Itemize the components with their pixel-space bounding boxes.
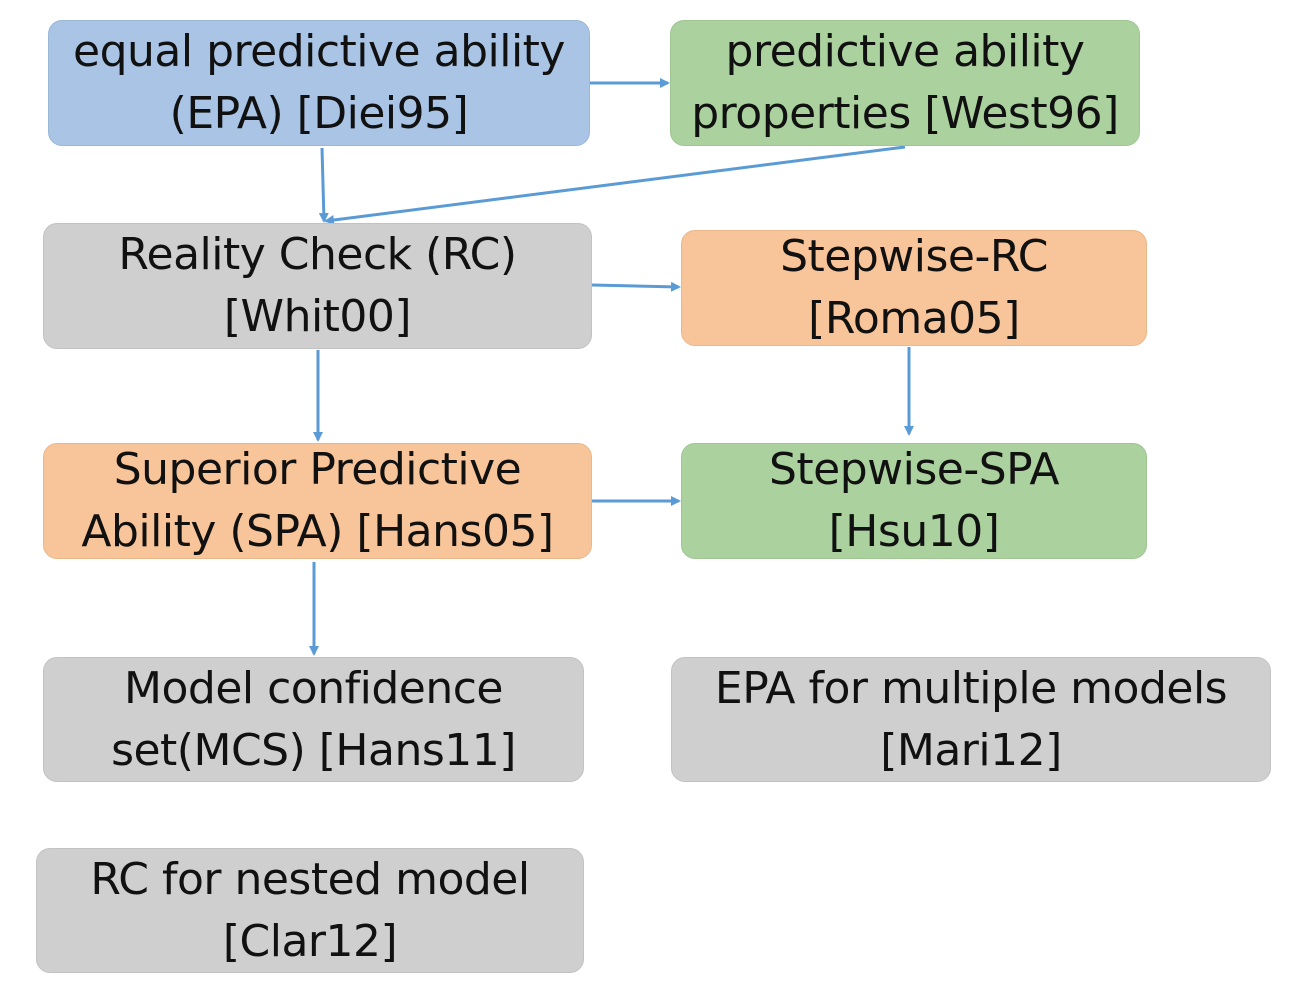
node-epa-line1: equal predictive ability	[73, 26, 565, 77]
node-sspa-line2: [Hsu10]	[828, 506, 1000, 557]
node-west-line2: properties [West96]	[691, 88, 1119, 139]
node-srs-line2: [Roma05]	[808, 293, 1020, 344]
node-mari-line1: EPA for multiple models	[714, 662, 1228, 714]
node-sspa-line1: Stepwise-SPA	[768, 444, 1060, 495]
node-epa-line2: (EPA) [Diei95]	[169, 88, 469, 139]
node-reality-check-whit00: Reality Check (RC) [Whit00]	[43, 223, 592, 349]
node-rc-line2: [Whit00]	[223, 291, 412, 342]
node-spa-hans05: Superior Predictive Ability (SPA) [Hans0…	[43, 443, 592, 559]
node-spa-line2: Ability (SPA) [Hans05]	[81, 506, 554, 557]
arrow-rc-to-stepwise-rc	[591, 281, 681, 292]
node-rc-nested-model-clar12: RC for nested model [Clar12]	[36, 848, 584, 973]
node-mcs-hans11: Model confidence set(MCS) [Hans11]	[43, 657, 584, 782]
node-west-line1: predictive ability	[725, 26, 1085, 77]
node-stepwise-spa-hsu10: Stepwise-SPA [Hsu10]	[681, 443, 1147, 559]
node-spa-line1: Superior Predictive	[113, 444, 522, 495]
node-mari-line2: [Mari12]	[880, 724, 1062, 776]
node-srs-line1: Stepwise-RC	[780, 231, 1048, 282]
node-predictive-ability-west96: predictive ability properties [West96]	[670, 20, 1140, 146]
node-rc-line1: Reality Check (RC)	[118, 229, 517, 280]
node-epa-multiple-models-mari12: EPA for multiple models [Mari12]	[671, 657, 1271, 782]
arrow-epa-to-rc	[318, 147, 329, 223]
node-mcs-line2: set(MCS) [Hans11]	[111, 724, 516, 776]
node-mcs-line1: Model confidence	[124, 662, 503, 714]
arrow-west-to-rc	[324, 145, 906, 225]
node-epa-diei95: equal predictive ability (EPA) [Diei95]	[48, 20, 590, 146]
node-clar-line1: RC for nested model	[90, 853, 530, 905]
node-clar-line2: [Clar12]	[222, 915, 398, 967]
node-stepwise-rc-roma05: Stepwise-RC [Roma05]	[681, 230, 1147, 346]
